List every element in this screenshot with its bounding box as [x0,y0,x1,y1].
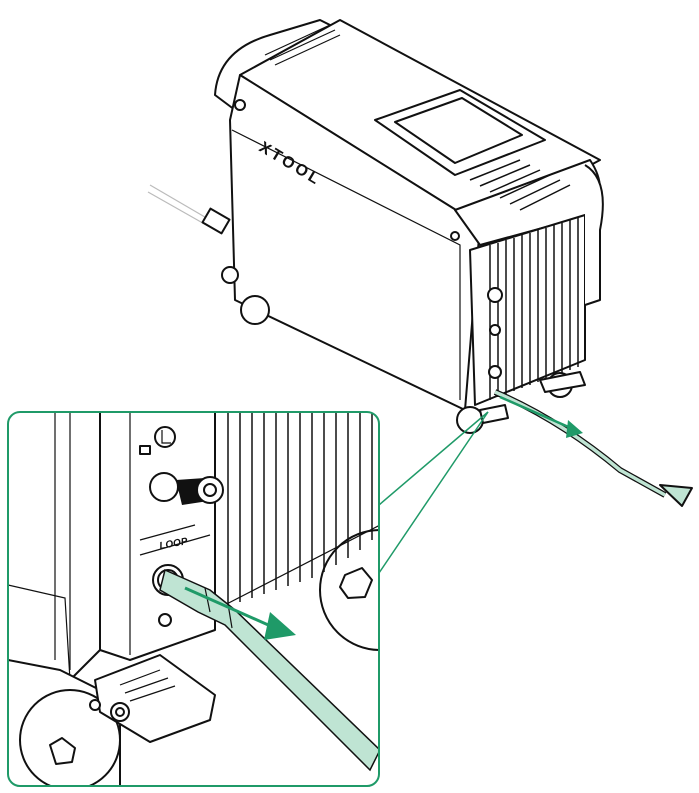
machine-body: XTOOL [214,19,604,434]
detail-inset: LOOP [8,412,379,786]
loop-port-label: LOOP [159,536,189,552]
hose-background [147,184,231,235]
inset-frame [7,411,380,787]
callout-line [378,411,489,506]
arrow-main [566,420,583,438]
callout-line [378,411,489,574]
arrow-inset [264,612,296,640]
loop-cable-main [493,389,693,507]
